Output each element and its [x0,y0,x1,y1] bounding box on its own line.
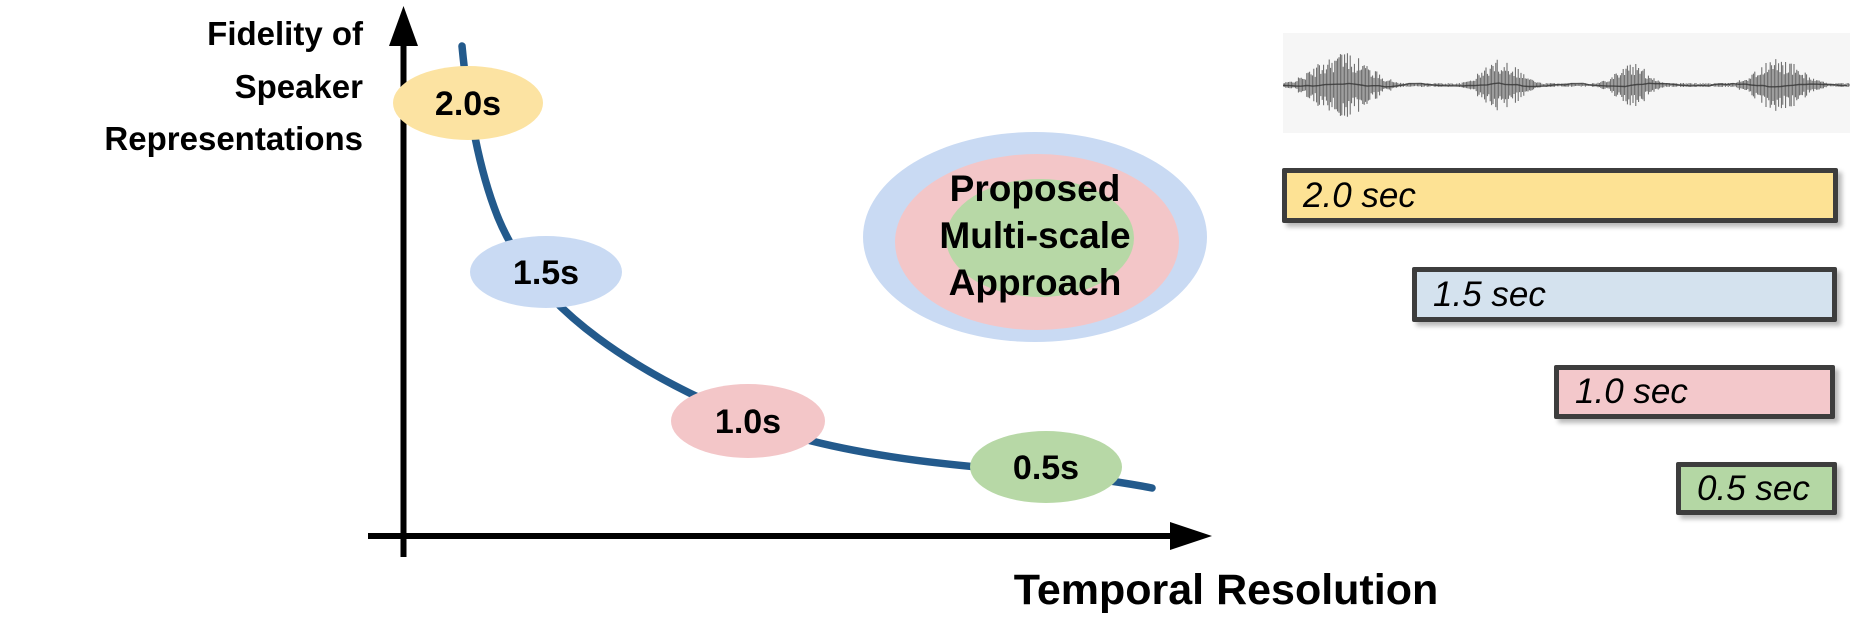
scale-point-0-5s-label: 0.5s [1013,449,1079,487]
waveform-background [1283,33,1850,133]
legend-bar-1s-label: 1.0 sec [1575,372,1688,411]
legend-bar-1-5s-label: 1.5 sec [1433,274,1546,314]
scale-point-1-5s: 1.5s [470,236,622,308]
scale-point-1s-label: 1.0s [715,403,781,441]
legend-bar-0-5s-label: 0.5 sec [1697,468,1810,508]
scale-point-2s-label: 2.0s [435,85,501,123]
y-axis-label-line-2: Speaker [235,68,364,105]
proposed-label-line-2: Multi-scale [939,215,1130,256]
proposed-inner-ellipse [946,179,1134,297]
legend-bar-2s-label: 2.0 sec [1303,175,1416,215]
scale-point-1s: 1.0s [671,384,825,458]
legend-bar-1-5s: 1.5 sec [1412,267,1837,322]
legend-bar-2s: 2.0 sec [1282,168,1838,223]
proposed-label-line-3: Approach [949,262,1122,303]
x-axis-arrowhead-icon [1170,522,1212,550]
scale-point-2s: 2.0s [393,66,543,140]
proposed-multiscale-group: Proposed Multi-scale Approach [863,132,1207,342]
scale-point-0-5s: 0.5s [970,431,1122,503]
legend-bar-0-5s: 0.5 sec [1676,462,1837,515]
y-axis-label-line-3: Representations [104,120,363,157]
scale-point-1-5s-ellipse [470,236,622,308]
scale-point-1-5s-label: 1.5s [513,254,579,292]
waveform-centerline [1282,82,1848,88]
scale-point-0-5s-ellipse [970,431,1122,503]
x-axis-label: Temporal Resolution [1014,566,1438,614]
waveform-image [1282,33,1850,133]
y-axis-label-line-1: Fidelity of [207,15,364,52]
scale-point-1s-ellipse [671,384,825,458]
proposed-label-line-1: Proposed [950,168,1121,209]
scale-point-2s-ellipse [393,66,543,140]
y-axis-arrowhead-icon [389,6,418,46]
legend-bar-1s: 1.0 sec [1554,365,1835,419]
